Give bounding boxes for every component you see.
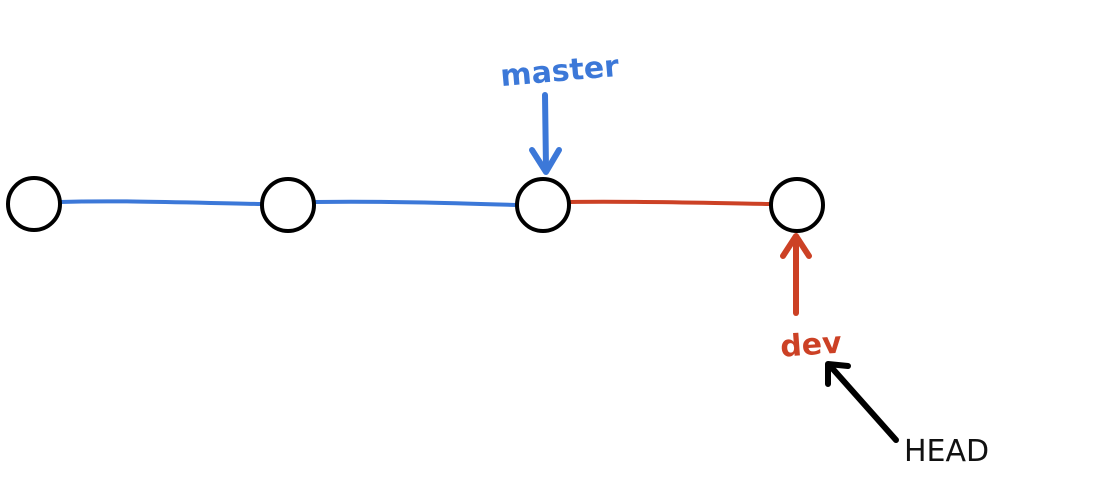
head-label: HEAD xyxy=(904,434,989,469)
master-arrow xyxy=(542,92,549,171)
commit-node-2 xyxy=(260,177,316,233)
head-arrowhead xyxy=(825,361,851,387)
head-arrow xyxy=(829,365,899,443)
master-label: master xyxy=(499,49,621,94)
commit-node-1 xyxy=(6,176,62,232)
commit-node-3 xyxy=(515,177,571,233)
master-pointer: master xyxy=(499,49,621,175)
dev-arrowhead xyxy=(780,233,812,259)
edge-commit3-commit4 xyxy=(568,199,772,206)
edge-commit2-commit3 xyxy=(313,199,518,207)
dev-pointer: dev xyxy=(779,233,843,365)
edge-commit1-commit2 xyxy=(58,199,264,206)
commit-node-4 xyxy=(769,177,825,233)
dev-label: dev xyxy=(779,326,843,365)
master-arrowhead xyxy=(529,147,562,175)
head-pointer: HEAD xyxy=(825,361,989,469)
